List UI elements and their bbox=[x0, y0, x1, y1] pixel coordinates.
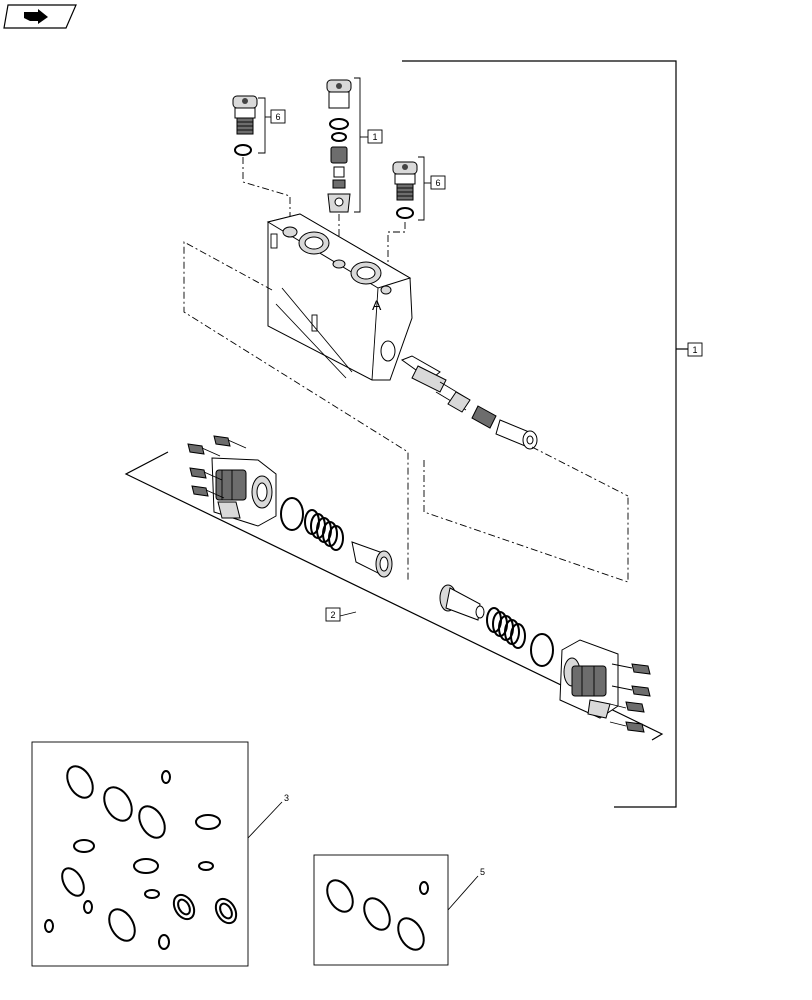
callout-spool-end-kit: 2 bbox=[325, 607, 341, 622]
seal-kit-small bbox=[313, 854, 449, 966]
seal-kit-large bbox=[31, 741, 249, 967]
end-cap-left bbox=[211, 457, 277, 527]
spring-left bbox=[304, 509, 344, 551]
callout-relief-valve-left: 6 bbox=[270, 109, 286, 124]
callout-label: 2 bbox=[330, 610, 335, 620]
callout-check-valve: 1 bbox=[367, 129, 383, 144]
callout-label: 1 bbox=[372, 132, 377, 142]
main-spool bbox=[400, 355, 538, 450]
end-cap-right bbox=[559, 639, 619, 719]
callout-seal-kit-large: 3 bbox=[284, 793, 289, 803]
callout-seal-kit-small: 5 bbox=[480, 867, 485, 877]
spring-right bbox=[486, 607, 526, 649]
o-ring-left bbox=[280, 497, 304, 531]
callout-relief-valve-right: 6 bbox=[430, 175, 446, 190]
relief-valve-right bbox=[392, 161, 418, 219]
phantom-outline-spool bbox=[423, 460, 629, 583]
valve-section-body bbox=[266, 213, 413, 381]
check-valve-assembly bbox=[326, 79, 352, 213]
cap-screws-right bbox=[609, 663, 651, 733]
phantom-outline-body bbox=[183, 241, 409, 580]
port-marking: A bbox=[372, 297, 382, 313]
o-ring-right bbox=[530, 633, 554, 667]
assembly-bracket bbox=[402, 60, 688, 808]
callout-label: 1 bbox=[692, 345, 697, 355]
spring-seat-left bbox=[351, 541, 393, 578]
cap-screws-left bbox=[187, 435, 247, 499]
next-page-arrow-icon[interactable] bbox=[3, 4, 77, 29]
spring-seat-right bbox=[439, 584, 485, 621]
callout-section-assembly: 1 bbox=[687, 342, 703, 357]
callout-label: 6 bbox=[435, 178, 440, 188]
relief-valve-left bbox=[232, 95, 258, 156]
spool-end-kit-bracket bbox=[124, 451, 664, 741]
callout-label: 6 bbox=[275, 112, 280, 122]
